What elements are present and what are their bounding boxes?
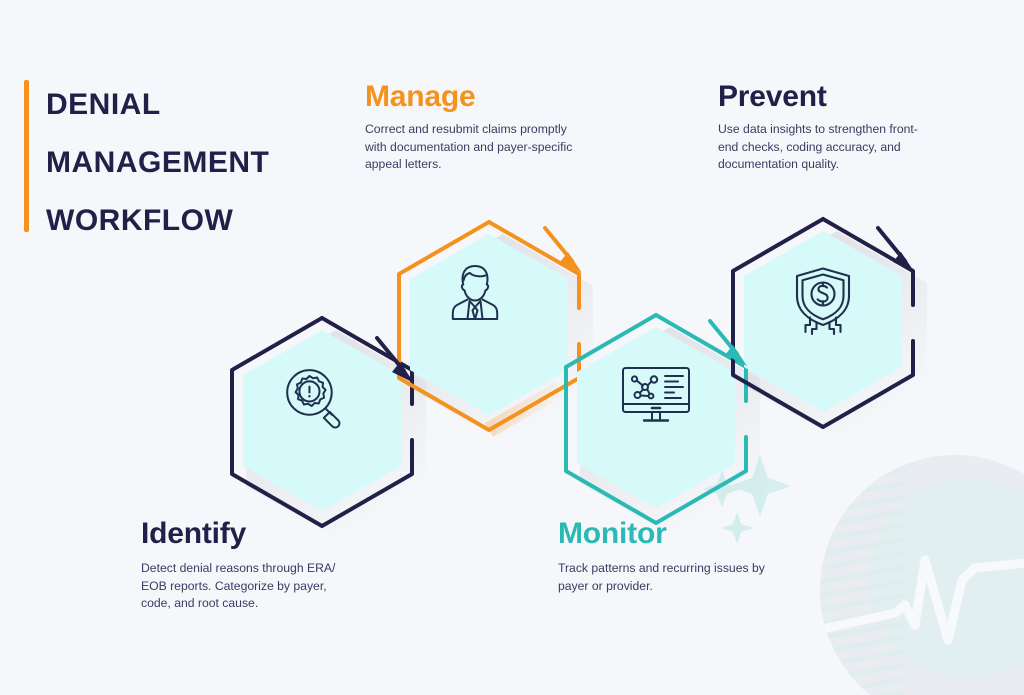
hexagon-identify[interactable]	[230, 316, 414, 528]
hexagon-prevent-fill	[744, 231, 902, 412]
title-line-1: DENIAL	[46, 88, 161, 121]
hexagon-prevent-outline-2	[731, 217, 915, 429]
arrow-monitor-to-prevent	[708, 319, 747, 366]
hexagon-manage-seam-glow	[484, 382, 565, 437]
professional-person-icon	[451, 265, 499, 320]
hexagon-manage[interactable]	[397, 220, 581, 437]
title-line-2: MANAGEMENT	[46, 146, 270, 179]
step-title-manage: Manage	[365, 80, 476, 113]
step-title-monitor: Monitor	[558, 517, 667, 550]
step-title-prevent: Prevent	[718, 80, 827, 113]
hexagon-monitor-outline-2	[564, 313, 748, 525]
arrow-prevent-outbound	[876, 226, 915, 273]
hexagon-monitor-fill	[577, 327, 735, 508]
step-text-manage: Manage Correct and resubmit claims promp…	[365, 82, 580, 174]
magnifier-gear-alert-icon	[286, 369, 341, 429]
step-description-manage: Correct and resubmit claims promptly wit…	[365, 122, 573, 172]
connector-arrows	[375, 226, 915, 383]
step-text-prevent: Prevent Use data insights to strengthen …	[718, 82, 936, 174]
title-accent-bar	[24, 80, 29, 232]
hexagon-manage-fill	[410, 234, 568, 415]
step-description-monitor: Track patterns and recurring issues by p…	[558, 561, 765, 593]
step-text-identify: Identify Detect denial reasons through E…	[141, 519, 353, 613]
step-description-identify: Detect denial reasons through ERA/ EOB r…	[141, 561, 336, 611]
arrow-manage-to-monitor	[543, 226, 582, 273]
page-title: DENIAL MANAGEMENT WORKFLOW	[24, 76, 354, 250]
arrow-identify-to-manage	[375, 336, 414, 383]
hexagon-identify-fill	[243, 330, 401, 511]
step-text-monitor: Monitor Track patterns and recurring iss…	[558, 519, 770, 595]
step-description-prevent: Use data insights to strengthen front-en…	[718, 122, 918, 172]
analytics-monitor-icon	[622, 367, 690, 422]
hexagon-identify-outline-2	[230, 316, 414, 528]
shield-dollar-icon	[795, 267, 851, 336]
step-title-identify: Identify	[141, 517, 247, 550]
hexagon-manage-outline	[487, 220, 581, 310]
title-line-3: WORKFLOW	[46, 204, 234, 237]
